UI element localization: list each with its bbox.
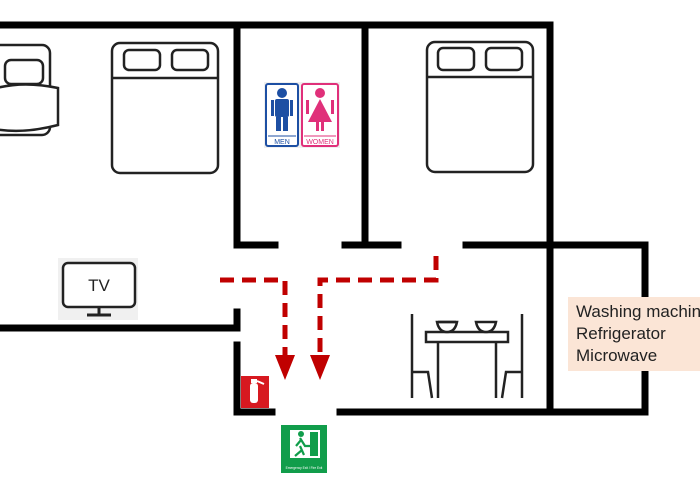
emergency-exit-icon: Emergency Exit / Fire Exit	[281, 425, 327, 473]
exit-caption: Emergency Exit / Fire Exit	[286, 466, 323, 470]
toilet-sign-icon: MEN WOMEN	[264, 82, 340, 148]
tv-label: TV	[88, 276, 110, 295]
fire-extinguisher-icon	[241, 376, 269, 408]
tv-icon: TV	[58, 258, 138, 320]
bed-icon	[425, 40, 535, 174]
dining-table-icon	[410, 314, 524, 399]
women-label: WOMEN	[306, 139, 334, 146]
arrow-icon	[275, 355, 295, 380]
appliance-microwave: Microwave	[576, 346, 658, 365]
bed-icon	[0, 43, 60, 137]
arrow-icon	[310, 355, 330, 380]
appliance-list: Washing machine Refrigerator Microwave	[568, 297, 700, 371]
evacuation-route	[220, 256, 439, 355]
appliance-washing-machine: Washing machine	[576, 302, 700, 321]
men-label: MEN	[274, 139, 290, 146]
bed-icon	[110, 41, 220, 175]
route-segment	[220, 277, 288, 355]
man-icon	[271, 88, 293, 131]
route-segment	[317, 256, 439, 355]
appliance-refrigerator: Refrigerator	[576, 324, 666, 343]
woman-icon	[306, 88, 334, 131]
walls	[0, 21, 649, 416]
